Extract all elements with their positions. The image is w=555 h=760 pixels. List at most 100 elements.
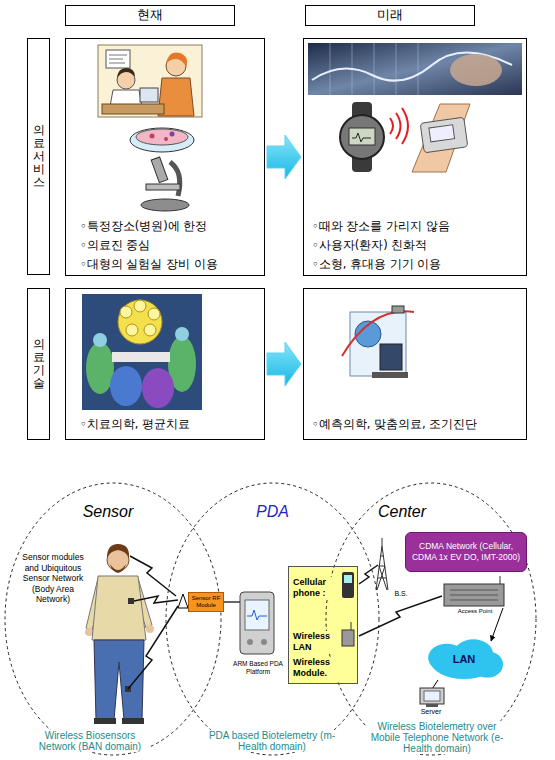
wrist-cuff (412, 104, 470, 172)
antenna-symbol (178, 594, 188, 608)
lab-equipment-clipart (164, 137, 168, 141)
node-text: LAN (453, 653, 476, 667)
column-header: 미래 (305, 5, 475, 26)
satellite-computer-icon (380, 344, 402, 370)
wireless-bolt (134, 596, 178, 603)
person-figure (128, 598, 134, 604)
node-text: Sensor (78, 502, 138, 522)
satellite-computer-icon (372, 372, 408, 378)
satellite-computer-icon (342, 311, 414, 356)
doctor-clipart (98, 45, 202, 117)
node-text: Sensor RF Module (190, 595, 222, 610)
present-panel: ◦치료의학, 평균치료 (65, 288, 265, 440)
person-figure (94, 640, 144, 720)
pda-device (247, 639, 253, 645)
domain-ellipse: PDA PDA based Biotelemetry (m-Health doma… (165, 482, 380, 756)
surgery-clipart (142, 368, 174, 408)
node-text: ◦소형, 휴대용 기기 이용 (312, 257, 522, 271)
block-arrow (267, 342, 301, 386)
doctor-clipart (166, 52, 187, 67)
doctor-clipart (140, 88, 158, 102)
node-text: 미래 (377, 7, 403, 23)
person-figure (107, 544, 129, 558)
pda-device (261, 639, 267, 645)
wireless-bolt (128, 606, 178, 689)
node-text: Center (372, 502, 432, 522)
node-text: Wireless Biosensors Network (BAN domain) (30, 730, 150, 752)
server-icon (426, 704, 438, 707)
wrist-watch (390, 108, 408, 144)
wrist-watch (352, 133, 371, 142)
node-text: Wireless Biotelemetry over Mobile Teleph… (367, 721, 507, 754)
lab-equipment-clipart (141, 199, 189, 211)
wireless-module-icon (342, 622, 354, 646)
person-figure (146, 625, 154, 633)
person-figure (110, 564, 126, 573)
satellite-computer-icon (342, 306, 414, 378)
base-station-tower (376, 546, 388, 590)
cellular-phone-icon (342, 572, 354, 598)
lab-equipment-clipart (130, 128, 194, 211)
future-panel: ◦예측의학, 맞춤의료, 조기진단 (303, 288, 527, 440)
ellipse-outline (4, 482, 222, 756)
block-arrow (267, 135, 301, 179)
surgery-clipart (144, 324, 156, 336)
surgery-clipart (118, 300, 162, 344)
access-point-rack (450, 590, 498, 600)
node-text: ◦의료진 중심 (80, 238, 260, 252)
lab-equipment-clipart (170, 132, 175, 137)
node-text: Wireless LAN (293, 631, 339, 654)
present-panel: ◦특정장소(병원)에 한정 ◦의료진 중심 ◦대형의 실험실 장비 이용 (65, 38, 265, 276)
node-text: ◦때와 장소를 가리지 않음 (312, 219, 522, 233)
node-text: PDA based Biotelemetry (m-Health domain) (207, 730, 337, 752)
person-figure (85, 544, 154, 724)
doctor-clipart (98, 45, 202, 117)
wireless-bolt (359, 596, 442, 636)
surgery-clipart (82, 294, 202, 410)
lab-equipment-clipart (146, 184, 180, 190)
doctor-clipart (109, 55, 127, 63)
person-figure (92, 576, 146, 640)
device-label: Access Point (455, 608, 495, 615)
wireless-bolt (130, 556, 176, 596)
cellular-phone-icon (342, 572, 354, 598)
node-text: PDA (245, 502, 300, 522)
person-figure (122, 718, 144, 724)
lab-equipment-clipart (170, 162, 180, 196)
wrist-watch (340, 115, 384, 159)
lan-cloud: LAN (425, 638, 503, 682)
node-text: CDMA Network (Cellular, CDMA 1x EV DO, I… (409, 541, 523, 562)
node-text: ◦사용자(환자) 친화적 (312, 238, 522, 252)
wrist-watch (349, 128, 375, 145)
device-label: Server (416, 708, 446, 716)
base-station-tower (376, 538, 388, 590)
cloud-outline (472, 651, 503, 677)
surgery-clipart (93, 333, 107, 347)
access-point-rack (444, 584, 504, 606)
ellipse-outline (166, 483, 379, 755)
future-photo (450, 54, 502, 86)
wrist-cuff (429, 125, 455, 142)
node-text: Cellular phone : (293, 577, 339, 600)
surgery-clipart (120, 306, 132, 318)
person-figure (85, 628, 93, 636)
wireless-module-icon (342, 630, 354, 646)
surgery-clipart (82, 294, 202, 410)
node-text: Wireless Module. (293, 657, 339, 680)
row-label: 의료서비스 (27, 38, 50, 275)
surgery-clipart (86, 342, 114, 394)
antenna-symbol (178, 594, 188, 608)
node-text: ◦특정장소(병원)에 한정 (80, 219, 260, 233)
doctor-clipart (106, 50, 130, 68)
ellipse-outline (165, 482, 380, 756)
device-box: Cellular phone : Wireless LAN Wireless Mod… (288, 566, 358, 684)
network-box: CDMA Network (Cellular, CDMA 1x EV DO, I… (405, 532, 527, 572)
lab-equipment-clipart (136, 129, 188, 145)
wireless-module-icon (351, 622, 352, 630)
ellipse-outline (5, 483, 221, 755)
node-text: Sensor modules and Ubiquitous Sensor Net… (22, 552, 84, 605)
server-icon (420, 688, 444, 707)
node-text: ◦대형의 실험실 장비 이용 (80, 257, 260, 271)
